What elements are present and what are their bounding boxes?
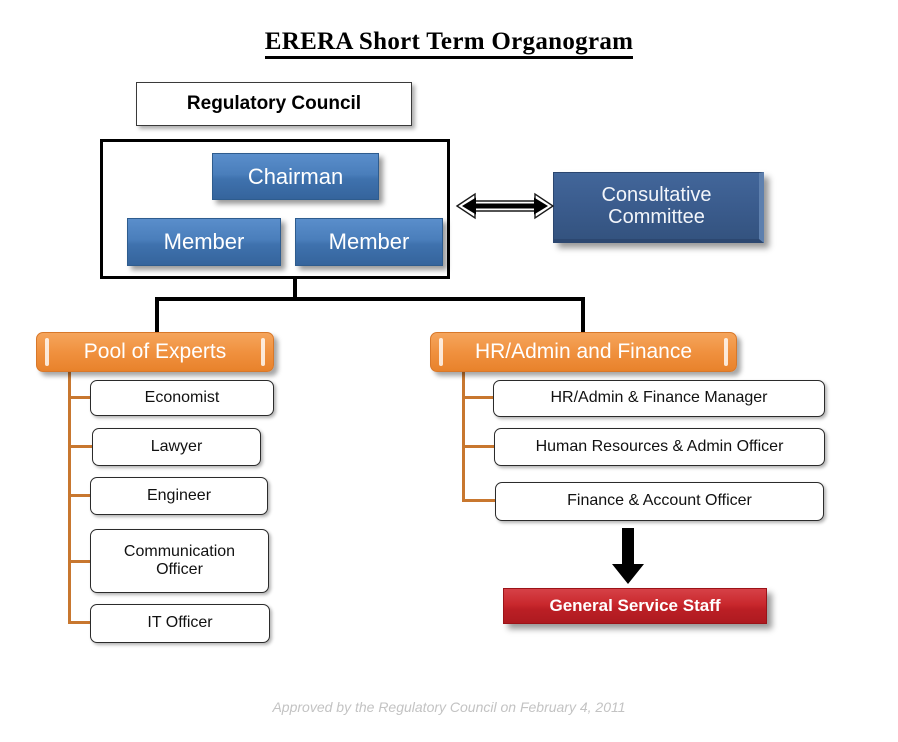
role-economist[interactable]: Economist xyxy=(90,380,274,416)
approval-note: Approved by the Regulatory Council on Fe… xyxy=(272,699,626,715)
role-engineer-label: Engineer xyxy=(146,486,212,504)
bidirectional-arrow-icon xyxy=(455,192,555,220)
pool-of-experts-label: Pool of Experts xyxy=(83,340,227,363)
role-communication-officer-label-line2: Officer xyxy=(156,561,203,578)
connector-trunk-horizontal xyxy=(155,297,585,301)
role-engineer[interactable]: Engineer xyxy=(90,477,268,515)
role-finance-account-officer-label: Finance & Account Officer xyxy=(567,492,752,510)
role-hr-admin-finance-manager[interactable]: HR/Admin & Finance Manager xyxy=(493,380,825,417)
role-communication-officer-label-line1: Communication xyxy=(123,542,236,560)
department-pool-of-experts[interactable]: Pool of Experts xyxy=(36,332,274,372)
regulatory-council-header[interactable]: Regulatory Council xyxy=(136,82,412,126)
connector-stub-hr-officer xyxy=(462,445,495,448)
member-left-label: Member xyxy=(163,229,245,254)
connector-branch-to-pool-of-experts xyxy=(155,297,159,333)
connector-right-spine xyxy=(462,370,465,501)
connector-stub-economist xyxy=(68,396,92,399)
consultative-committee-label-line1: Consultative xyxy=(601,183,712,206)
page-title-text: ERERA Short Term Organogram xyxy=(264,28,634,59)
chairman-node[interactable]: Chairman xyxy=(212,153,379,200)
general-service-staff-node[interactable]: General Service Staff xyxy=(503,588,767,624)
regulatory-council-label: Regulatory Council xyxy=(186,93,362,114)
consultative-committee-label-line2: Committee xyxy=(608,206,705,228)
connector-branch-to-hr-admin-finance xyxy=(581,297,585,333)
role-it-officer-label: IT Officer xyxy=(147,614,213,632)
role-economist-label: Economist xyxy=(144,388,220,406)
page-title: ERERA Short Term Organogram xyxy=(0,28,898,59)
consultative-committee-node[interactable]: Consultative Committee xyxy=(553,172,764,243)
role-communication-officer[interactable]: Communication Officer xyxy=(90,529,269,593)
role-lawyer-label: Lawyer xyxy=(150,437,203,455)
connector-stub-communication-officer xyxy=(68,560,92,563)
connector-stub-lawyer xyxy=(68,445,94,448)
department-hr-admin-and-finance[interactable]: HR/Admin and Finance xyxy=(430,332,737,372)
member-node-left[interactable]: Member xyxy=(127,218,281,266)
hr-admin-finance-label: HR/Admin and Finance xyxy=(474,340,693,363)
connector-stub-finance-officer xyxy=(462,499,496,502)
role-finance-account-officer[interactable]: Finance & Account Officer xyxy=(495,482,824,521)
role-human-resources-admin-officer[interactable]: Human Resources & Admin Officer xyxy=(494,428,825,466)
role-human-resources-admin-officer-label: Human Resources & Admin Officer xyxy=(535,437,784,455)
role-it-officer[interactable]: IT Officer xyxy=(90,604,270,643)
role-lawyer[interactable]: Lawyer xyxy=(92,428,261,466)
connector-stub-engineer xyxy=(68,494,92,497)
chairman-label: Chairman xyxy=(247,163,344,189)
connector-stub-hr-manager xyxy=(462,396,495,399)
general-service-staff-label: General Service Staff xyxy=(549,596,721,615)
arrow-down-icon xyxy=(612,528,644,584)
member-node-right[interactable]: Member xyxy=(295,218,443,266)
member-right-label: Member xyxy=(328,229,410,254)
role-hr-admin-finance-manager-label: HR/Admin & Finance Manager xyxy=(550,389,768,407)
connector-stub-it-officer xyxy=(68,621,92,624)
